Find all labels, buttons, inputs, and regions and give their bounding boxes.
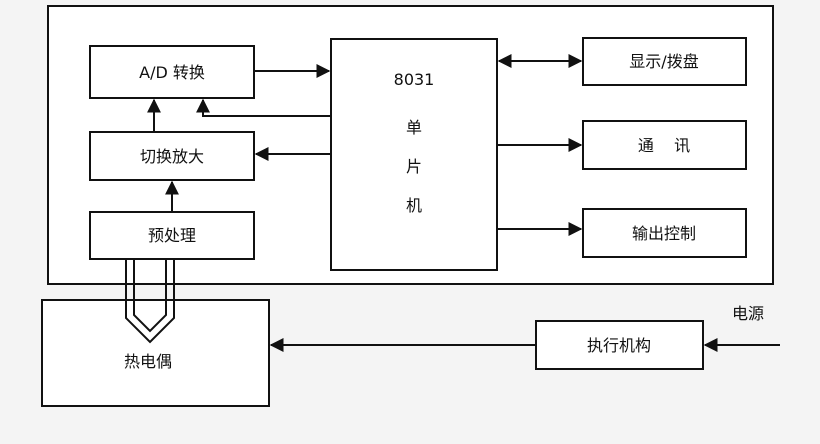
mcu-to-ad-control-arrow — [196, 98, 331, 117]
display-dial-block — [582, 37, 747, 86]
mcu-block — [330, 38, 498, 271]
switch-amplifier-block — [89, 131, 255, 181]
communication-label: 通 讯 — [638, 136, 690, 155]
preprocess-label: 预处理 — [148, 226, 196, 245]
switch-amplifier-label: 切换放大 — [140, 147, 204, 166]
communication-block — [582, 120, 747, 170]
thermocouple-lead-outer — [125, 259, 175, 344]
output-control-label: 输出控制 — [632, 224, 696, 243]
mcu-char-1: 单 — [406, 118, 422, 137]
output-control-block — [582, 208, 747, 258]
actuator-label: 执行机构 — [587, 336, 651, 355]
preprocess-block — [89, 211, 255, 260]
thermocouple-lead-inner — [133, 259, 167, 333]
mcu-char-2: 片 — [406, 157, 422, 176]
actuator-block — [535, 320, 704, 370]
display-dial-label: 显示/拨盘 — [629, 52, 698, 71]
ad-converter-block — [89, 45, 255, 99]
thermocouple-label: 热电偶 — [124, 352, 172, 371]
thermocouple-block — [41, 299, 270, 407]
ad-converter-label: A/D 转换 — [139, 63, 205, 82]
power-label: 电源 — [732, 304, 764, 323]
mcu-model-label: 8031 — [394, 70, 435, 89]
mcu-char-3: 机 — [406, 196, 422, 215]
